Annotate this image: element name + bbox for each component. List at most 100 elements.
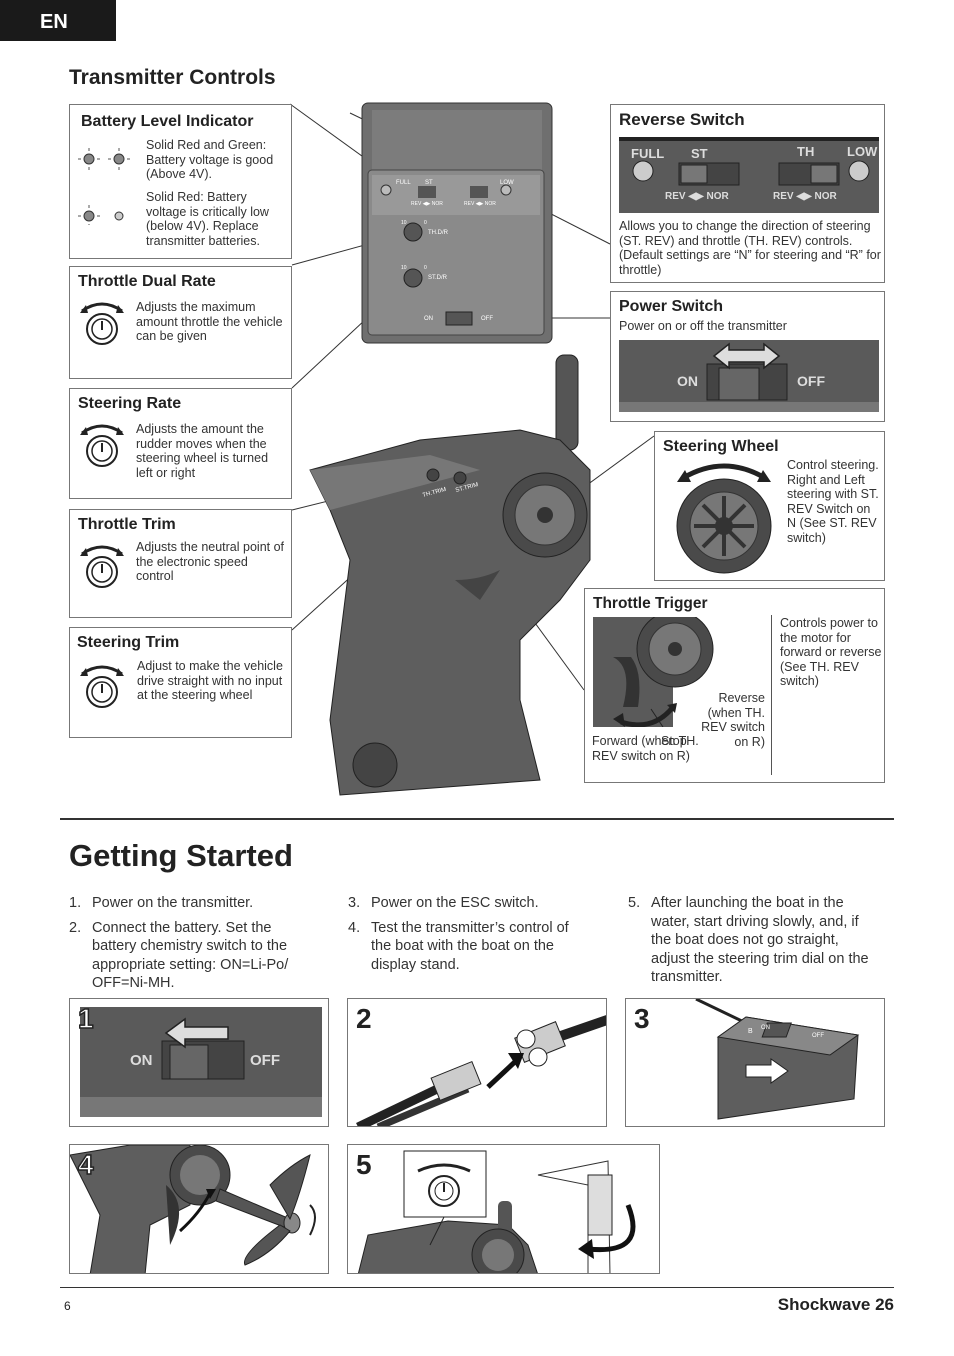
steps-column-1: 1. Power on the transmitter. 2. Connect th… xyxy=(69,894,319,999)
steps-column-2: 3. Power on the ESC switch. 4. Test the tr… xyxy=(348,894,588,980)
knob-icon xyxy=(80,665,124,708)
rev-full-label: FULL xyxy=(631,146,664,161)
step-number: 4. xyxy=(348,919,361,936)
page-number: 6 xyxy=(64,1299,71,1313)
step-item: 1. Power on the transmitter. xyxy=(69,894,319,913)
steering-rate-title: Steering Rate xyxy=(78,395,182,412)
tx-rev-nor-st: REV ◀▶ NOR xyxy=(411,201,443,207)
step-3-image: B ON OFF 3 xyxy=(625,998,885,1127)
reverse-switch-box: Reverse Switch FULL ST TH LOW REV ◀▶ NOR… xyxy=(610,104,885,283)
transmitter-side-view: TH.TRIM ST.TRIM xyxy=(309,354,591,796)
photo1-off-label: OFF xyxy=(250,1052,280,1069)
throttle-trim-box: Throttle Trim Adjusts the neutral point … xyxy=(69,509,292,618)
esc-switch-image: B ON OFF xyxy=(626,999,884,1126)
battery-level-title: Battery Level Indicator xyxy=(81,113,254,130)
photo1-on-label: ON xyxy=(130,1052,153,1069)
rev-nor-st-label: REV ◀▶ NOR xyxy=(665,191,729,202)
throttle-trigger-image xyxy=(593,617,714,727)
step-text: Connect the battery. Set the battery che… xyxy=(92,919,289,992)
footer-rule xyxy=(60,1287,894,1288)
step-number-badge: 5 xyxy=(356,1149,372,1180)
esc-b-label: B xyxy=(748,1028,753,1035)
step-4-image: 4 xyxy=(69,1144,329,1274)
step-number-badge: 3 xyxy=(634,1003,650,1034)
rev-th-label: TH xyxy=(797,144,814,159)
step-1-image: ON OFF 1 xyxy=(69,998,329,1127)
knob-icon xyxy=(80,302,124,345)
tx-stdr-0: 0 xyxy=(424,265,427,271)
throttle-dual-rate-title: Throttle Dual Rate xyxy=(78,273,216,290)
step-number: 3. xyxy=(348,895,361,911)
esc-on-label: ON xyxy=(761,1025,770,1031)
section-divider xyxy=(60,818,894,820)
throttle-reverse-label: Reverse (when TH. REV switch on R) xyxy=(701,691,765,749)
tx-stdr-10: 10 xyxy=(401,265,407,271)
step-text: Test the transmitter’s control of the bo… xyxy=(371,919,569,973)
steering-trim-title: Steering Trim xyxy=(77,634,180,651)
reverse-switch-title: Reverse Switch xyxy=(619,110,745,129)
throttle-trim-text: Adjusts the neutral point of the electro… xyxy=(136,540,285,583)
step-text: Power on the ESC switch. xyxy=(371,895,539,911)
battery-connector-image xyxy=(348,999,606,1126)
power-off-label: OFF xyxy=(797,373,825,389)
step-number-badge: 2 xyxy=(356,1003,372,1034)
transmitter-controls-title: Transmitter Controls xyxy=(69,66,276,89)
throttle-trigger-title: Throttle Trigger xyxy=(593,595,708,612)
throttle-trigger-text: Controls power to the motor for forward … xyxy=(780,616,882,688)
step-text: Power on the transmitter. xyxy=(92,895,254,911)
tx-full-label: FULL xyxy=(396,180,411,186)
step-5-image: 5 xyxy=(347,1144,660,1274)
power-switch-title: Power Switch xyxy=(619,298,724,315)
product-name: Shockwave 26 xyxy=(777,1295,894,1314)
step-item: 3. Power on the ESC switch. xyxy=(348,894,588,913)
rev-nor-th-label: REV ◀▶ NOR xyxy=(773,191,837,202)
step-item: 4. Test the transmitter’s control of the … xyxy=(348,919,588,975)
getting-started-title: Getting Started xyxy=(69,838,293,873)
throttle-stop-label: Stop xyxy=(661,734,687,748)
step-number: 2. xyxy=(69,919,82,936)
transmitter-propeller-image xyxy=(70,1145,328,1273)
steering-rate-text: Adjusts the amount the rudder moves when… xyxy=(136,422,269,480)
rev-low-label: LOW xyxy=(847,144,878,159)
tx-rev-nor-th: REV ◀▶ NOR xyxy=(464,201,496,207)
power-switch-text: Power on or off the transmitter xyxy=(619,319,787,333)
steering-wheel-text: Control steering. Right and Left steerin… xyxy=(787,458,879,545)
tx-sttrim-label: ST.TRIM xyxy=(455,482,479,494)
steering-wheel-box: Steering Wheel Control steering. Right a… xyxy=(654,431,885,581)
throttle-dual-rate-text: Adjusts the maximum amount throttle the … xyxy=(136,300,283,343)
steering-rate-box: Steering Rate Adjusts the amount the rud… xyxy=(69,388,292,499)
transmitter-top-view: FULL ST LOW REV ◀▶ NOR REV ◀▶ NOR 10 0 T… xyxy=(361,102,553,344)
steps-column-3: 5. After launching the boat in the water,… xyxy=(628,894,878,993)
throttle-dual-rate-box: Throttle Dual Rate Adjusts the maximum a… xyxy=(69,266,292,379)
steering-wheel-title: Steering Wheel xyxy=(663,438,779,455)
power-switch-on-image: ON OFF xyxy=(70,999,328,1126)
step-text: After launching the boat in the water, s… xyxy=(651,895,869,985)
power-switch-image: ON OFF xyxy=(619,340,879,412)
step-number-badge: 1 xyxy=(77,1002,94,1035)
steering-trim-box: Steering Trim Adjust to make the vehicle… xyxy=(69,627,292,738)
throttle-trigger-box: Throttle Trigger Controls power to the m… xyxy=(584,588,885,783)
language-tab: EN xyxy=(0,0,116,41)
step-number: 1. xyxy=(69,895,82,911)
battery-good-text: Solid Red and Green: Battery voltage is … xyxy=(146,138,274,181)
tx-low-label: LOW xyxy=(500,180,514,186)
rev-st-label: ST xyxy=(691,146,708,161)
tx-on-label: ON xyxy=(424,316,433,322)
led-indicator-icon xyxy=(78,148,130,225)
esc-off-label: OFF xyxy=(812,1033,824,1039)
step-number: 5. xyxy=(628,895,641,911)
steering-wheel-image xyxy=(676,463,772,574)
steering-trim-text: Adjust to make the vehicle drive straigh… xyxy=(137,659,283,702)
tx-st-label: ST xyxy=(425,180,433,186)
transmitter-illustration: FULL ST LOW REV ◀▶ NOR REV ◀▶ NOR 10 0 T… xyxy=(289,102,655,796)
tx-stdr-label: ST.D/R xyxy=(428,275,448,281)
power-switch-box: Power Switch Power on or off the transmi… xyxy=(610,291,885,422)
throttle-trim-title: Throttle Trim xyxy=(78,516,176,533)
tx-thdr-10: 10 xyxy=(401,220,407,226)
reverse-switch-text: Allows you to change the direction of st… xyxy=(619,219,881,277)
knob-icon xyxy=(80,424,124,467)
throttle-forward-label: Forward (when TH. REV switch on R) xyxy=(592,734,699,763)
step-number-badge: 4 xyxy=(77,1148,94,1181)
step-item: 2. Connect the battery. Set the battery c… xyxy=(69,919,319,993)
battery-level-box: Battery Level Indicator Solid Red and Gr… xyxy=(69,104,292,259)
